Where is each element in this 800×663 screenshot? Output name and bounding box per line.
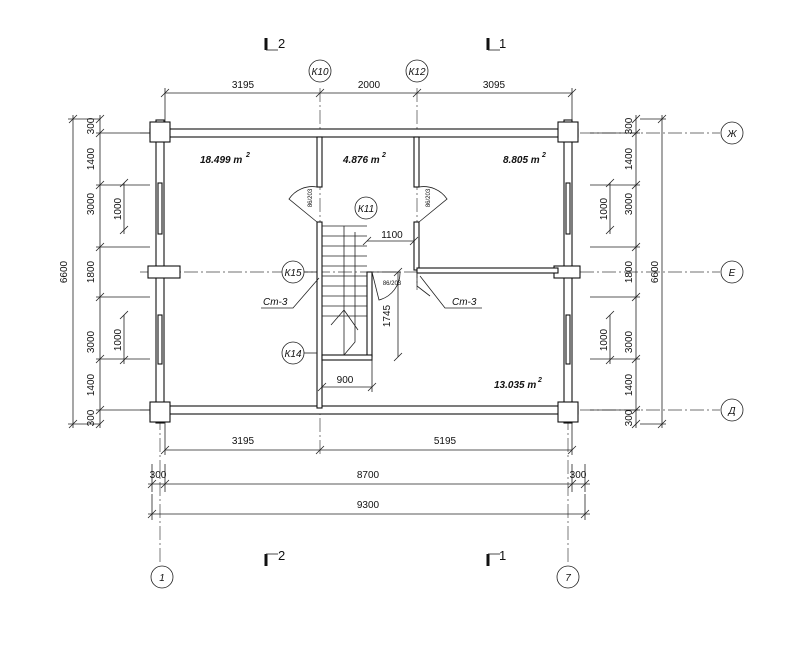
svg-text:1400: 1400: [86, 147, 97, 170]
dim-text: 1745: [382, 304, 393, 327]
dim-text: 6600: [650, 260, 661, 283]
section-marker-top-right: 1: [486, 36, 506, 51]
svg-text:7: 7: [565, 573, 571, 584]
dim-text: 2000: [358, 80, 381, 91]
svg-text:3000: 3000: [624, 330, 635, 353]
svg-text:1800: 1800: [624, 260, 635, 283]
dim-text: 6600: [59, 260, 70, 283]
column-marker-k14: К14: [281, 341, 317, 365]
overall-dimension-8700: 300 8700 300: [147, 464, 590, 492]
right-dimension-overall: 6600: [640, 114, 667, 429]
svg-text:3000: 3000: [86, 330, 97, 353]
svg-text:18.499 m: 18.499 m: [200, 155, 242, 166]
svg-text:Е: Е: [729, 268, 736, 279]
section-label: 2: [278, 36, 285, 51]
axis-bubble-1: 1: [150, 565, 174, 589]
interior-dims: 1100 1745 900: [317, 230, 419, 392]
svg-text:2: 2: [537, 377, 542, 384]
left-dimension-overall: 6600: [59, 114, 100, 429]
section-marker-bottom-right: 1: [486, 548, 506, 566]
svg-text:3000: 3000: [624, 192, 635, 215]
wall-tag-left: Ст-3: [261, 277, 320, 309]
svg-text:13.035 m: 13.035 m: [494, 380, 536, 391]
svg-text:300: 300: [624, 409, 635, 426]
door-mark: 86/203: [383, 281, 402, 287]
svg-text:1000: 1000: [599, 328, 610, 351]
svg-text:1400: 1400: [624, 373, 635, 396]
dim-text: 5195: [434, 436, 457, 447]
dim-text: 300: [150, 470, 167, 481]
section-marker-top-left: 2: [264, 36, 285, 51]
left-window-dims: 1000 1000: [113, 178, 129, 365]
svg-text:2: 2: [541, 152, 546, 159]
svg-text:1000: 1000: [113, 197, 124, 220]
svg-text:1: 1: [159, 573, 165, 584]
section-label: 1: [499, 548, 506, 563]
section-label: 1: [499, 36, 506, 51]
svg-text:1800: 1800: [86, 260, 97, 283]
axis-bubble-d: Д: [720, 398, 744, 422]
axis-bubble-e: Е: [720, 260, 744, 284]
svg-text:Ст-3: Ст-3: [263, 297, 288, 308]
column-marker-k10: К10: [308, 59, 332, 83]
right-dimension-chain: 300 1400 3000 1800 3000 1400 300: [590, 114, 641, 429]
svg-text:2: 2: [381, 152, 386, 159]
svg-text:1000: 1000: [113, 328, 124, 351]
room-area-3: 8.805 m 2: [503, 152, 546, 166]
column-marker-k15: К15: [281, 260, 317, 284]
overall-dimension-9300: 9300: [147, 494, 590, 520]
svg-text:4.876 m: 4.876 m: [342, 155, 380, 166]
svg-text:2: 2: [245, 152, 250, 159]
interior-partitions: [316, 136, 559, 409]
axis-bubble-7: 7: [556, 565, 580, 589]
svg-text:300: 300: [86, 409, 97, 426]
svg-text:К14: К14: [284, 349, 301, 360]
svg-text:3000: 3000: [86, 192, 97, 215]
svg-text:К11: К11: [358, 204, 374, 215]
svg-text:300: 300: [86, 117, 97, 134]
svg-text:Ж: Ж: [726, 129, 737, 140]
right-window-dims: 1000 1000: [599, 178, 615, 365]
svg-text:Ст-3: Ст-3: [452, 297, 477, 308]
column-marker-k11: К11: [354, 196, 378, 220]
staircase: [322, 225, 367, 356]
room-area-2: 4.876 m 2: [342, 152, 386, 166]
axis-bubble-zh: Ж: [720, 121, 744, 145]
room-area-4: 13.035 m 2: [494, 377, 542, 391]
svg-text:1400: 1400: [86, 373, 97, 396]
dim-text: 9300: [357, 500, 380, 511]
door-mark: 86/203: [308, 188, 314, 207]
doors: [288, 186, 448, 301]
room-area-1: 18.499 m 2: [200, 152, 250, 166]
door-mark: 86/203: [426, 188, 432, 207]
dim-text: 3195: [232, 436, 255, 447]
left-dimension-chain: 300 1400 3000 1800 3000 1400 300: [86, 114, 150, 429]
dim-text: 3095: [483, 80, 506, 91]
svg-text:К15: К15: [284, 268, 301, 279]
dim-text: 1100: [381, 230, 403, 241]
section-label: 2: [278, 548, 285, 563]
dim-text: 300: [570, 470, 587, 481]
svg-text:К12: К12: [408, 67, 425, 78]
svg-text:1400: 1400: [624, 147, 635, 170]
svg-text:К10: К10: [311, 67, 328, 78]
dim-text: 900: [337, 375, 354, 386]
section-marker-bottom-left: 2: [264, 548, 285, 566]
bottom-dimension-chain: 3195 5195: [160, 418, 577, 455]
wall-tag-right: Ст-3: [419, 275, 482, 309]
dim-text: 8700: [357, 470, 380, 481]
svg-text:Д: Д: [727, 406, 735, 417]
svg-text:8.805 m: 8.805 m: [503, 155, 540, 166]
top-dimension-chain: 3195 2000 3095: [160, 80, 577, 125]
svg-text:300: 300: [624, 117, 635, 134]
dim-text: 3195: [232, 80, 255, 91]
svg-text:1000: 1000: [599, 197, 610, 220]
column-marker-k12: К12: [405, 59, 429, 83]
